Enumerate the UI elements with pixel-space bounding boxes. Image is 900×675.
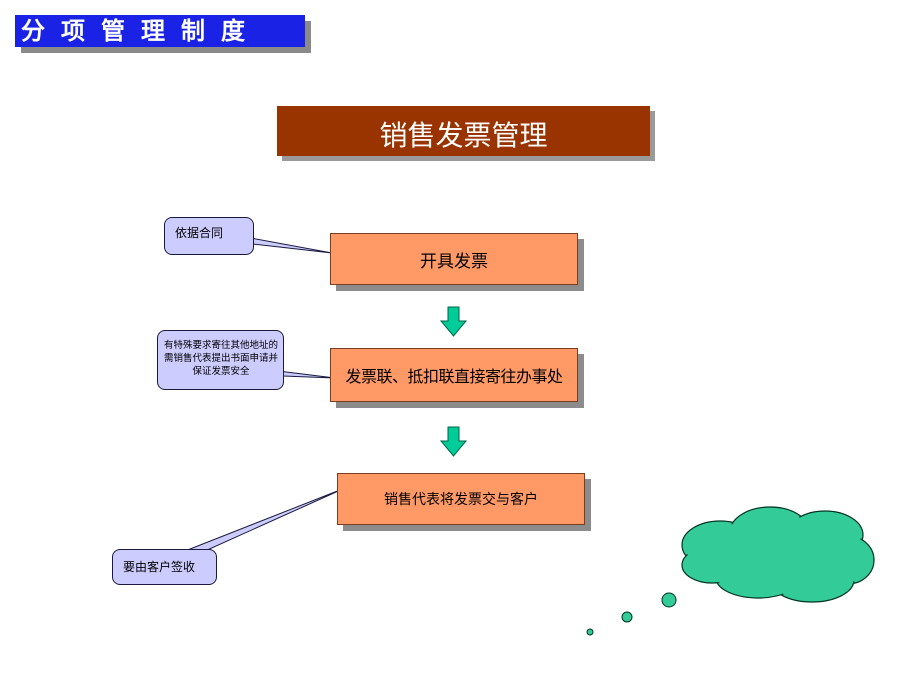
callout-tail-3 [184,487,346,552]
down-arrow-2 [439,426,468,457]
step-mail-invoice: 发票联、抵扣联直接寄往办事处 [330,348,578,402]
thought-bubble-small [586,628,594,636]
main-title-box: 销售发票管理 [277,106,650,156]
step-issue-invoice-label: 开具发票 [420,251,488,272]
callout-customer-sign-text: 要由客户签收 [123,560,196,574]
step-mail-invoice-label: 发票联、抵扣联直接寄往办事处 [345,367,563,386]
callout-contract-text: 依据合同 [175,226,224,240]
header-title: 分项管理制度 [21,17,261,45]
thought-bubble-large [661,592,677,608]
step-issue-invoice: 开具发票 [330,233,578,285]
callout-contract: 依据合同 [164,217,254,255]
callout-special-request: 有特殊要求寄往其他地址的需销售代表提出书面申请并保证发票安全 [157,330,284,390]
down-arrow-1 [439,306,468,337]
step-deliver-to-customer: 销售代表将发票交与客户 [337,473,585,525]
callout-customer-sign: 要由客户签收 [112,549,217,585]
thought-bubble-medium [621,611,633,623]
step-deliver-to-customer-label: 销售代表将发票交与客户 [384,492,538,508]
callout-special-request-text: 有特殊要求寄往其他地址的需销售代表提出书面申请并保证发票安全 [163,340,278,377]
main-title: 销售发票管理 [379,119,548,152]
header-banner: 分项管理制度 [15,15,305,47]
